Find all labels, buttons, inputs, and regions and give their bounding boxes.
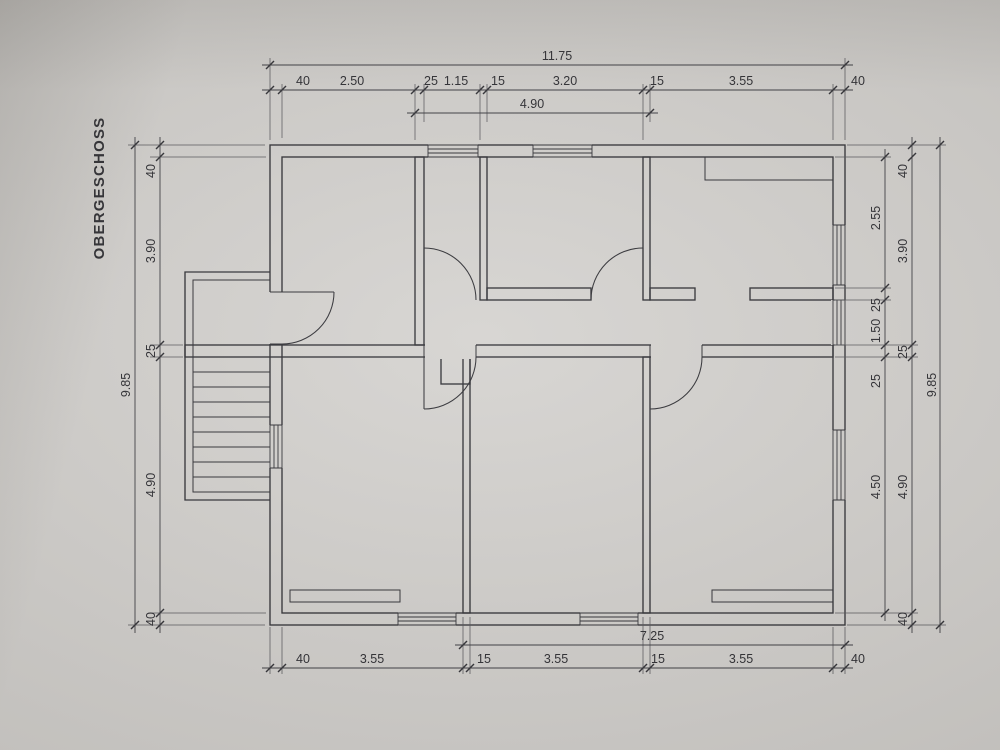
center-room-south-wall — [486, 287, 592, 301]
dimension-labels-right: 2.55 25 1.50 25 4.50 40 3.90 25 4.90 40 … — [869, 164, 939, 626]
dimension-labels-bottom: 7.25 40 3.55 15 3.55 15 3.55 40 — [296, 629, 865, 666]
dim-top-4: 15 — [491, 74, 505, 88]
dim-top-2: 25 — [424, 74, 438, 88]
dim-right-mid-4: 40 — [896, 612, 910, 626]
wall-v1 — [462, 356, 471, 614]
dim-top-3: 1.15 — [444, 74, 468, 88]
dim-bottom-2: 15 — [477, 652, 491, 666]
dim-right-mid-3: 4.90 — [896, 475, 910, 499]
wall-a — [414, 156, 425, 346]
window-right-1 — [832, 224, 846, 286]
wall-v2 — [642, 356, 651, 614]
stair-treads — [193, 371, 270, 478]
door-upper-center — [590, 247, 644, 301]
door-entry-from-stairs — [281, 291, 335, 345]
dim-top-5: 3.20 — [553, 74, 577, 88]
windows — [269, 144, 846, 626]
dim-left-0: 40 — [144, 164, 158, 178]
dim-top-sub: 4.90 — [520, 97, 544, 111]
dimension-lines-left — [130, 137, 165, 633]
dimension-labels-left: 9.85 40 3.90 25 4.90 40 — [119, 164, 158, 626]
window-top-1 — [427, 144, 479, 158]
chimney-block — [440, 356, 471, 385]
drawing-title: OBERGESCHOSS — [91, 117, 108, 260]
wall-c — [642, 156, 651, 301]
dim-left-total: 9.85 — [119, 373, 133, 397]
dim-left-4: 40 — [144, 612, 158, 626]
wall-b — [479, 156, 488, 301]
door-jambs — [270, 288, 703, 357]
dim-bottom-4: 15 — [651, 652, 665, 666]
dimension-lines-bottom — [262, 640, 853, 673]
dim-top-7: 3.55 — [729, 74, 753, 88]
wardrobe-line — [704, 157, 833, 181]
dim-right-mid-0: 40 — [896, 164, 910, 178]
built-ins — [289, 157, 834, 603]
door-lower-right — [649, 356, 703, 410]
door-lower-left — [423, 356, 477, 410]
window-right-2 — [832, 299, 846, 346]
exterior-walls — [269, 144, 846, 626]
dim-top-8: 40 — [851, 74, 865, 88]
window-bottom-2 — [579, 612, 639, 626]
dim-bottom-5: 3.55 — [729, 652, 753, 666]
wall-opening-patches — [266, 143, 847, 627]
dim-right-mid-2: 25 — [896, 345, 910, 359]
window-top-2 — [532, 144, 593, 158]
dim-right-inner-0: 2.55 — [869, 206, 883, 230]
dim-right-inner-1: 25 — [869, 298, 883, 312]
dim-bottom-3: 3.55 — [544, 652, 568, 666]
dim-left-2: 25 — [144, 344, 158, 358]
right-room-south-wall-left — [649, 287, 696, 301]
radiator-right — [711, 589, 834, 603]
dimension-lines-right — [880, 137, 945, 633]
floor-title: OBERGESCHOSS — [91, 117, 108, 260]
door-upper-left — [423, 247, 477, 301]
dimension-lines-top — [262, 60, 853, 118]
right-room-south-wall-right — [749, 287, 834, 301]
dim-top-1: 2.50 — [340, 74, 364, 88]
dim-left-1: 3.90 — [144, 239, 158, 263]
dim-bottom-1: 3.55 — [360, 652, 384, 666]
stairs — [184, 271, 270, 501]
dim-right-inner-3: 25 — [869, 374, 883, 388]
dim-top-total: 11.75 — [542, 49, 572, 63]
window-right-3 — [832, 429, 846, 501]
doors — [270, 247, 703, 410]
dim-right-total: 9.85 — [925, 373, 939, 397]
dimension-labels-top: 11.75 40 2.50 25 1.15 15 3.20 15 3.55 40… — [296, 49, 865, 111]
window-bottom-1 — [397, 612, 457, 626]
dim-right-mid-1: 3.90 — [896, 239, 910, 263]
radiator-left — [289, 589, 401, 603]
dim-bottom-0: 40 — [296, 652, 310, 666]
dim-right-inner-2: 1.50 — [869, 319, 883, 343]
dim-bottom-6: 40 — [851, 652, 865, 666]
dim-right-inner-4: 4.50 — [869, 475, 883, 499]
dim-top-0: 40 — [296, 74, 310, 88]
dim-top-6: 15 — [650, 74, 664, 88]
dim-bottom-sub: 7.25 — [640, 629, 664, 643]
dim-left-3: 4.90 — [144, 473, 158, 497]
